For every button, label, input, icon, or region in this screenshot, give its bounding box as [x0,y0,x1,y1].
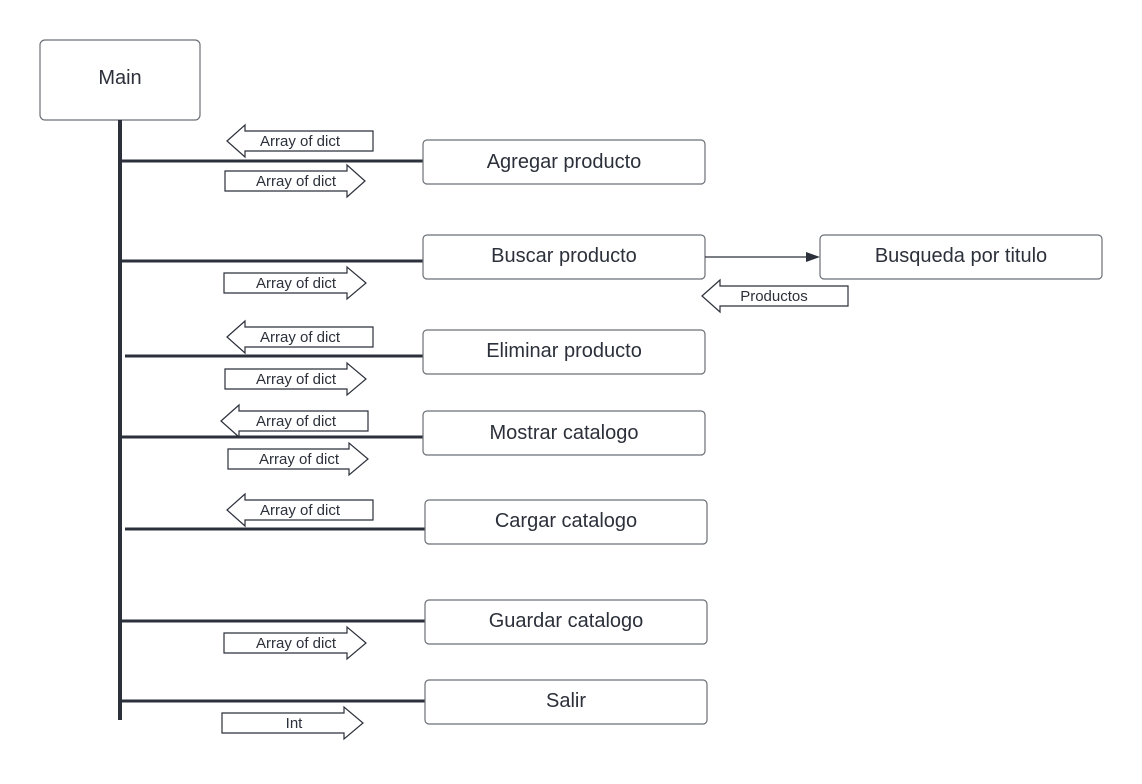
flow-arrow-label: Array of dict [256,371,337,388]
main-module: Main [39,39,201,121]
submodule-busqueda-por-titulo: Busqueda por titulo [819,234,1103,280]
module-salir: Salir [424,679,708,725]
flow-arrow-left: Array of dict [220,403,369,439]
submodule-label: Busqueda por titulo [875,245,1047,267]
flow-arrow-label: Array of dict [260,329,341,346]
flow-arrow-right: Array of dict [223,265,367,301]
flow-arrow-right: Array of dict [223,625,367,661]
module-eliminar-producto: Eliminar producto [422,329,706,375]
flow-arrow-left: Array of dict [226,492,374,528]
flow-arrow-right: Array of dict [227,441,369,477]
flow-arrow-left: Productos [701,278,849,314]
flow-arrow-label: Productos [740,288,808,305]
flow-arrow-label: Array of dict [256,275,337,292]
flow-arrow-label: Array of dict [260,133,341,150]
module-label: Mostrar catalogo [490,422,639,444]
flow-arrow-left: Array of dict [226,319,374,355]
module-mostrar-catalogo: Mostrar catalogo [422,410,706,456]
module-cargar-catalogo: Cargar catalogo [424,499,708,545]
flow-arrow-label: Array of dict [256,635,337,652]
main-module-label: Main [98,67,141,89]
flow-arrow-right: Array of dict [224,163,366,199]
flow-arrow-right: Int [221,705,364,741]
module-label: Salir [546,690,586,712]
flow-arrow-label: Array of dict [256,173,337,190]
connector-lines [118,159,425,703]
flow-arrow-label: Array of dict [256,413,337,430]
module-buscar-producto: Buscar producto [422,234,706,280]
flow-arrow-left: Array of dict [226,123,374,159]
flow-arrow-right: Array of dict [224,361,367,397]
flow-arrow-label: Array of dict [259,451,340,468]
module-guardar-catalogo: Guardar catalogo [424,599,708,645]
module-label: Eliminar producto [486,340,642,362]
module-label: Cargar catalogo [495,510,637,532]
flow-arrow-label: Array of dict [260,502,341,519]
flow-arrow-label: Int [286,715,304,732]
module-label: Guardar catalogo [489,610,644,632]
module-label: Agregar producto [487,151,642,173]
module-label: Buscar producto [491,245,637,267]
arrowhead-icon [806,252,820,262]
module-agregar-producto: Agregar producto [422,139,706,185]
